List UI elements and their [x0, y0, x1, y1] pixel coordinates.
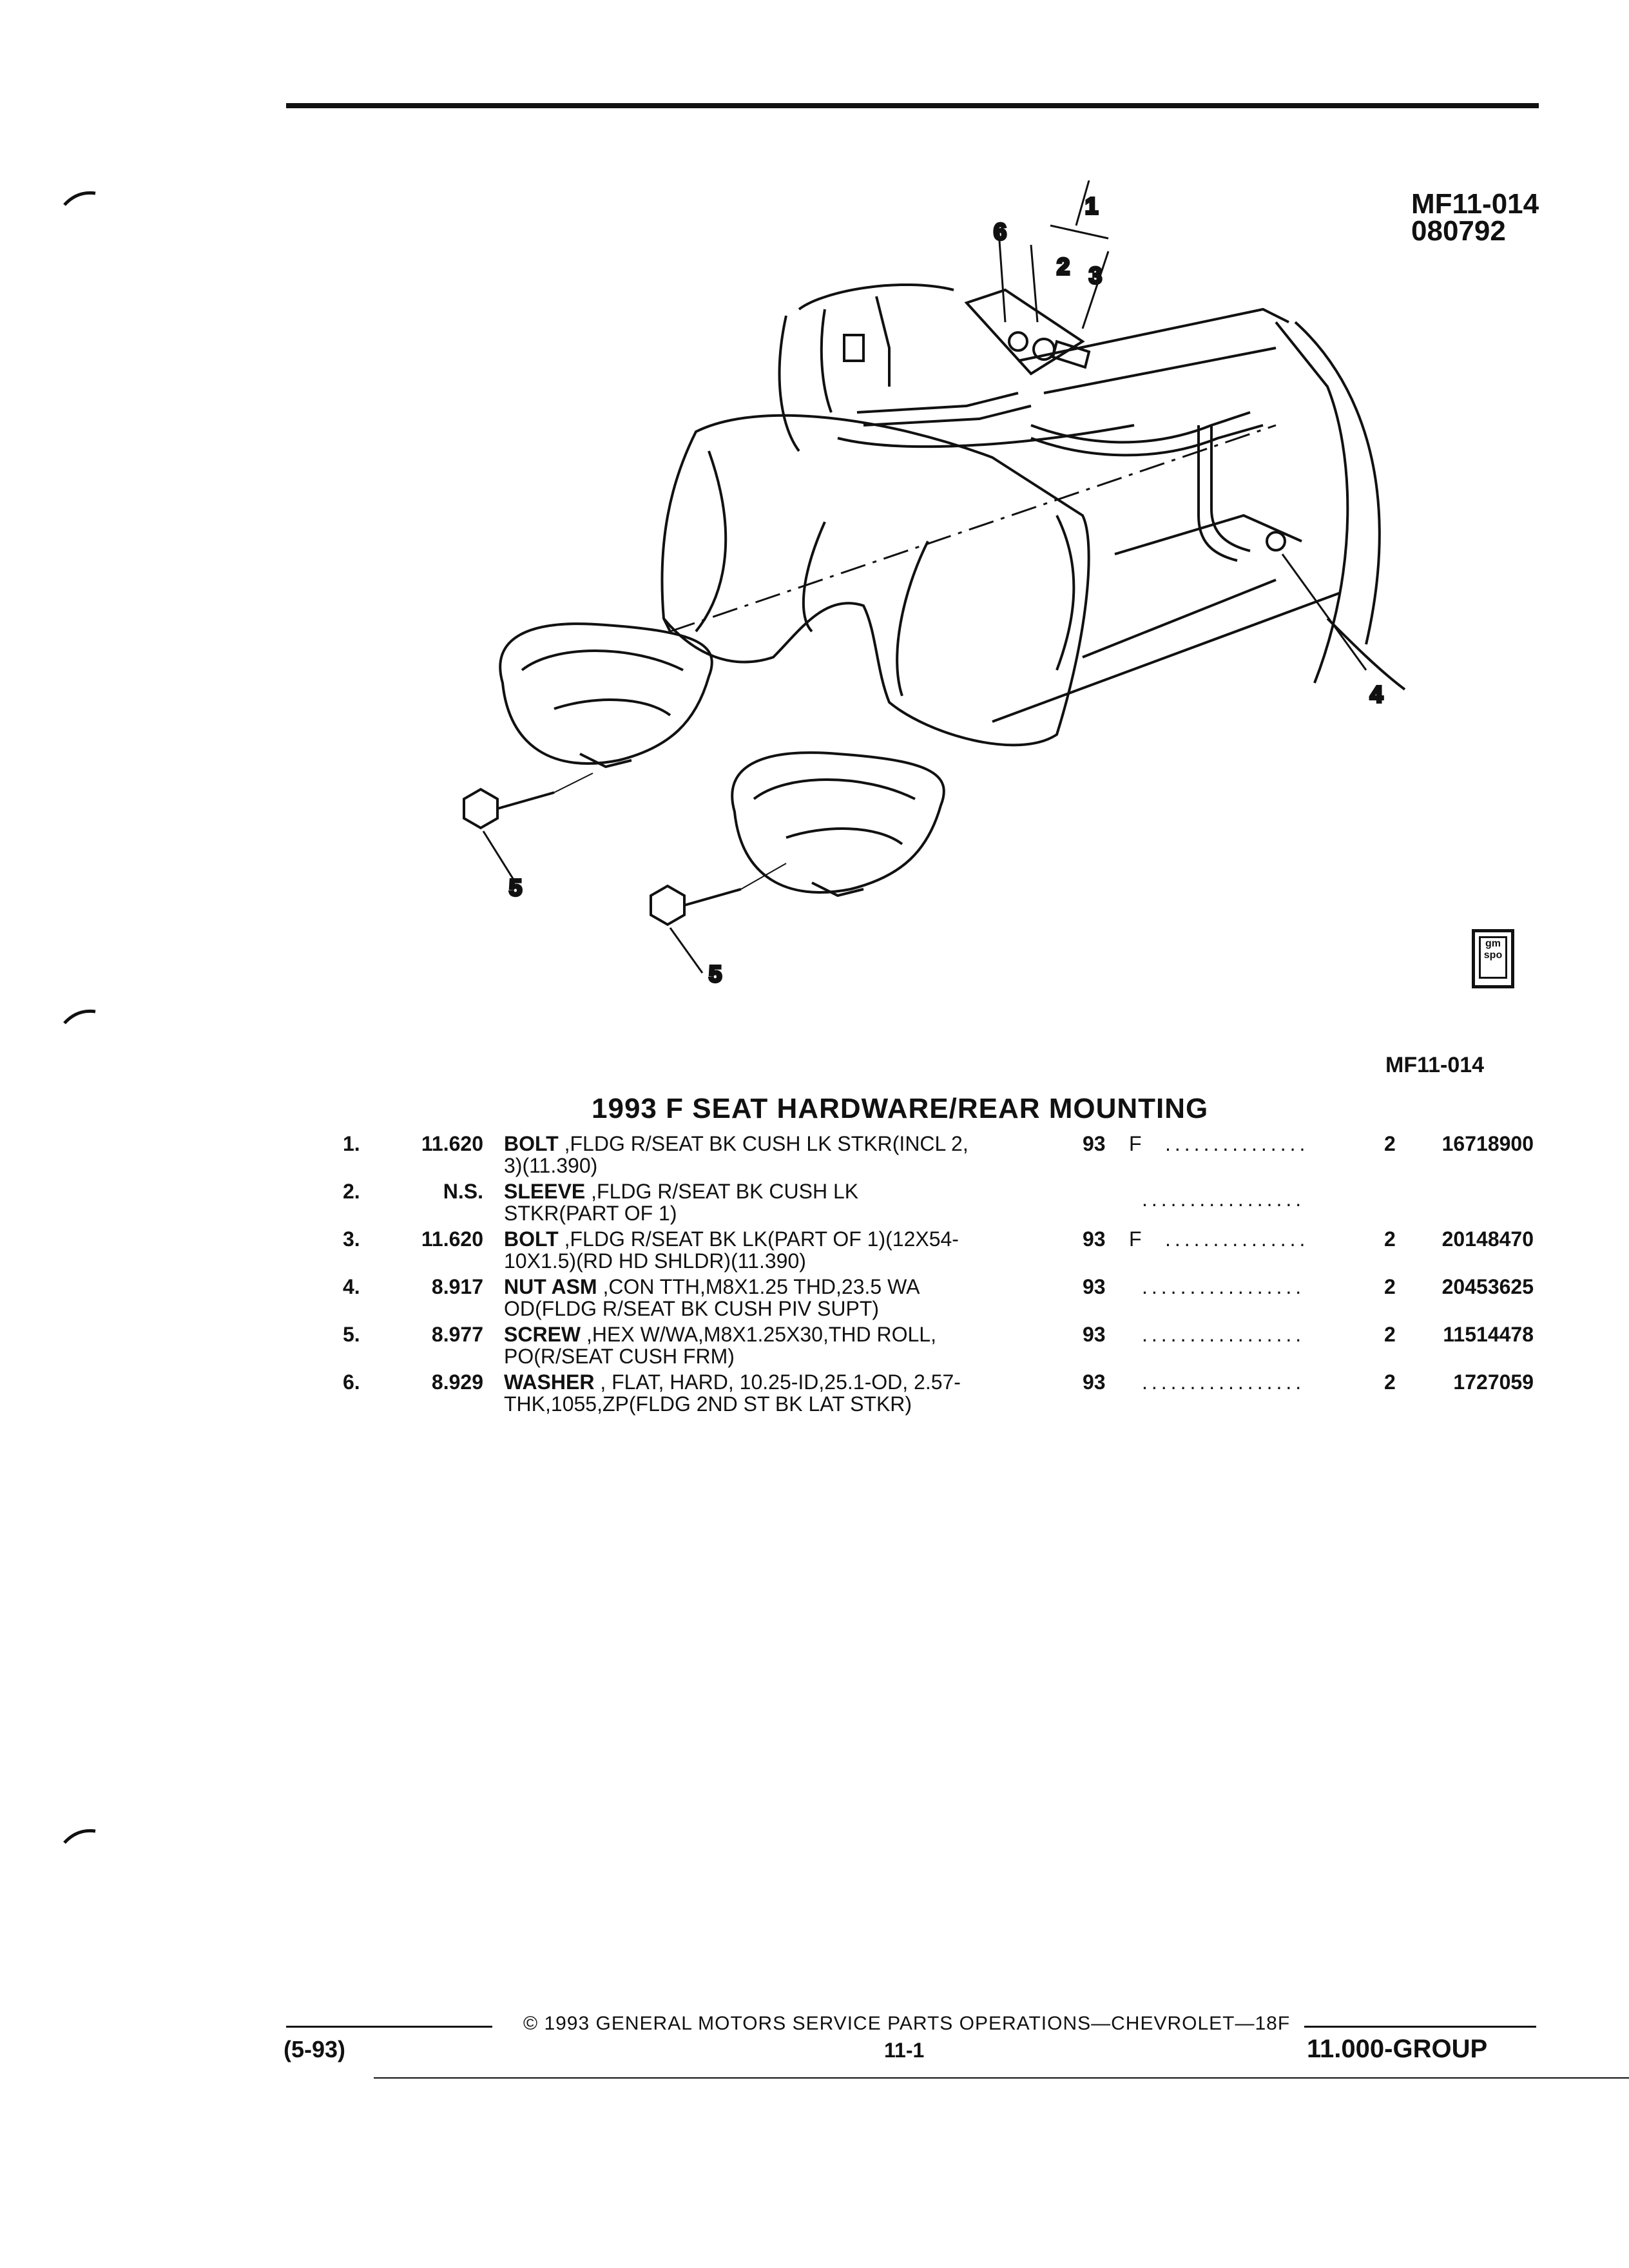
callout-5-left: 5	[509, 874, 522, 901]
part-desc-line2: 3)(11.390)	[504, 1154, 598, 1177]
part-name: SLEEVE	[504, 1180, 586, 1203]
callout-1: 1	[1085, 193, 1098, 219]
item-number: 6.	[343, 1370, 360, 1394]
callout-5-right: 5	[709, 961, 722, 987]
part-desc-line1: ,FLDG R/SEAT BK CUSH LK STKR(INCL 2,	[558, 1132, 969, 1155]
part-number: 1727059	[1453, 1370, 1534, 1394]
item-number: 1.	[343, 1132, 360, 1155]
item-number: 2.	[343, 1180, 360, 1203]
part-desc-line1: ,CON TTH,M8X1.25 THD,23.5 WA	[597, 1275, 920, 1298]
gm-spo-logo: gm spo	[1472, 929, 1514, 988]
part-description: BOLT ,FLDG R/SEAT BK CUSH LK STKR(INCL 2…	[504, 1133, 969, 1155]
leader-dots: .................	[1142, 1275, 1306, 1298]
quantity: 2	[1384, 1227, 1396, 1251]
callout-2: 2	[1057, 253, 1070, 280]
leader-dots: .................	[1142, 1323, 1306, 1346]
top-rule	[286, 103, 1539, 108]
group-number: 8.917	[431, 1275, 483, 1298]
item-number: 5.	[343, 1323, 360, 1346]
part-name: SCREW	[504, 1323, 581, 1346]
part-number: 11514478	[1443, 1323, 1534, 1346]
callout-6: 6	[994, 218, 1007, 245]
callout-4: 4	[1370, 681, 1383, 707]
group-number: 11.620	[421, 1227, 483, 1251]
footer-rule-right	[1304, 2026, 1536, 2028]
part-desc-line2: STKR(PART OF 1)	[504, 1202, 677, 1225]
quantity: 2	[1384, 1370, 1396, 1394]
model-year: 93	[1083, 1323, 1106, 1346]
part-number: 20148470	[1441, 1227, 1534, 1251]
part-name: NUT ASM	[504, 1275, 597, 1298]
part-name: WASHER	[504, 1370, 595, 1394]
part-name: BOLT	[504, 1227, 559, 1251]
part-number: 16718900	[1441, 1132, 1534, 1155]
model-year: 93	[1083, 1275, 1106, 1298]
leader-dots: .................	[1142, 1370, 1306, 1394]
leader-dots: ...............	[1165, 1227, 1309, 1251]
part-description: WASHER , FLAT, HARD, 10.25-ID,25.1-OD, 2…	[504, 1371, 961, 1393]
part-name: BOLT	[504, 1132, 559, 1155]
part-description: SCREW ,HEX W/WA,M8X1.25X30,THD ROLL,	[504, 1323, 936, 1345]
footer-group: 11.000-GROUP	[1307, 2035, 1488, 2063]
item-number: 4.	[343, 1275, 360, 1298]
quantity: 2	[1384, 1323, 1396, 1346]
figure-date: 080792	[1411, 215, 1506, 247]
leader-dots: ...............	[1165, 1132, 1309, 1155]
part-description: BOLT ,FLDG R/SEAT BK LK(PART OF 1)(12X54…	[504, 1228, 959, 1250]
group-number: N.S.	[443, 1180, 483, 1203]
figure-caption: MF11-014	[1385, 1053, 1485, 1077]
group-number: 8.977	[431, 1323, 483, 1346]
footer-rule-left	[286, 2026, 492, 2028]
model-code: F	[1129, 1132, 1142, 1155]
model-year: 93	[1083, 1132, 1106, 1155]
part-desc-line2: 10X1.5)(RD HD SHLDR)(11.390)	[504, 1249, 806, 1273]
footer-date-code: (5-93)	[284, 2036, 346, 2062]
part-desc-line1: , FLAT, HARD, 10.25-ID,25.1-OD, 2.57-	[594, 1370, 961, 1394]
part-description: SLEEVE ,FLDG R/SEAT BK CUSH LK	[504, 1180, 858, 1202]
group-number: 11.620	[421, 1132, 483, 1155]
group-number: 8.929	[431, 1370, 483, 1394]
footer-copyright: © 1993 GENERAL MOTORS SERVICE PARTS OPER…	[523, 2013, 1291, 2034]
callout-3: 3	[1089, 262, 1102, 289]
model-year: 93	[1083, 1227, 1106, 1251]
part-number: 20453625	[1441, 1275, 1534, 1298]
part-description: NUT ASM ,CON TTH,M8X1.25 THD,23.5 WA	[504, 1276, 920, 1298]
part-desc-line1: ,HEX W/WA,M8X1.25X30,THD ROLL,	[581, 1323, 936, 1346]
gm-spo-logo-inner: gm spo	[1479, 936, 1507, 979]
part-desc-line2: THK,1055,ZP(FLDG 2ND ST BK LAT STKR)	[504, 1392, 912, 1416]
bottom-rule	[374, 2077, 1629, 2079]
part-desc-line2: OD(FLDG R/SEAT BK CUSH PIV SUPT)	[504, 1297, 880, 1320]
seat-hardware-illustration: 1 6 2 3 4 5 5	[463, 180, 1406, 988]
model-code: F	[1129, 1227, 1142, 1251]
footer-page-number: 11-1	[884, 2039, 925, 2062]
part-desc-line2: PO(R/SEAT CUSH FRM)	[504, 1345, 735, 1368]
leader-dots: .................	[1142, 1187, 1306, 1211]
model-year: 93	[1083, 1370, 1106, 1394]
figure-ref: MF11-014	[1411, 188, 1539, 220]
quantity: 2	[1384, 1275, 1396, 1298]
item-number: 3.	[343, 1227, 360, 1251]
part-desc-line1: ,FLDG R/SEAT BK LK(PART OF 1)(12X54-	[558, 1227, 959, 1251]
binder-marks	[63, 191, 96, 1844]
section-title: 1993 F SEAT HARDWARE/REAR MOUNTING	[592, 1093, 1209, 1124]
quantity: 2	[1384, 1132, 1396, 1155]
part-desc-line1: ,FLDG R/SEAT BK CUSH LK	[585, 1180, 859, 1203]
